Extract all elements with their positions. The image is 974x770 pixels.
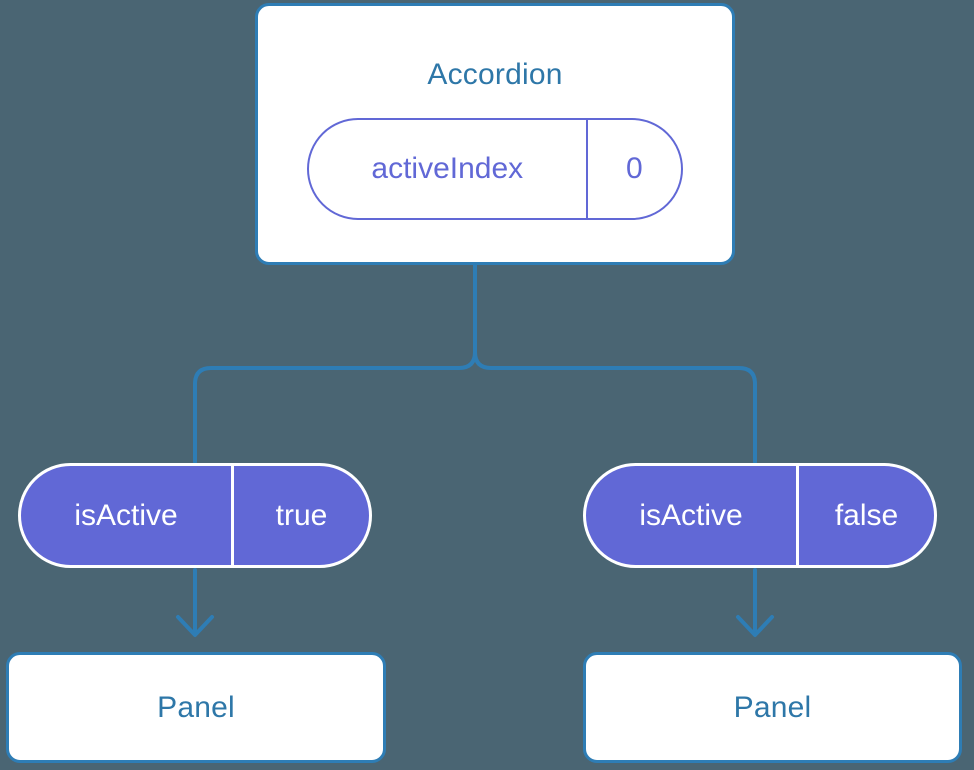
connector-left-branch [193,263,477,464]
props-pill-key: isActive [639,498,743,532]
connector-right-branch [473,263,757,464]
props-pill-value: true [231,466,369,565]
state-pill-active-index[interactable]: activeIndex 0 [307,118,683,220]
props-pill-is-active-true[interactable]: isActive true [18,463,372,568]
props-pill-value: false [796,466,934,565]
accordion-title: Accordion [427,58,563,91]
arrow-down-right-icon [736,568,774,637]
props-pill-key: isActive [74,498,178,532]
props-pill-is-active-false[interactable]: isActive false [583,463,937,568]
state-pill-key: activeIndex [371,152,524,185]
state-pill-value: 0 [585,120,681,218]
arrow-down-left-icon [176,568,214,637]
panel-component-card-right[interactable]: Panel [583,652,962,763]
panel-title: Panel [733,690,812,724]
panel-component-card-left[interactable]: Panel [6,652,386,763]
panel-title: Panel [157,690,235,724]
